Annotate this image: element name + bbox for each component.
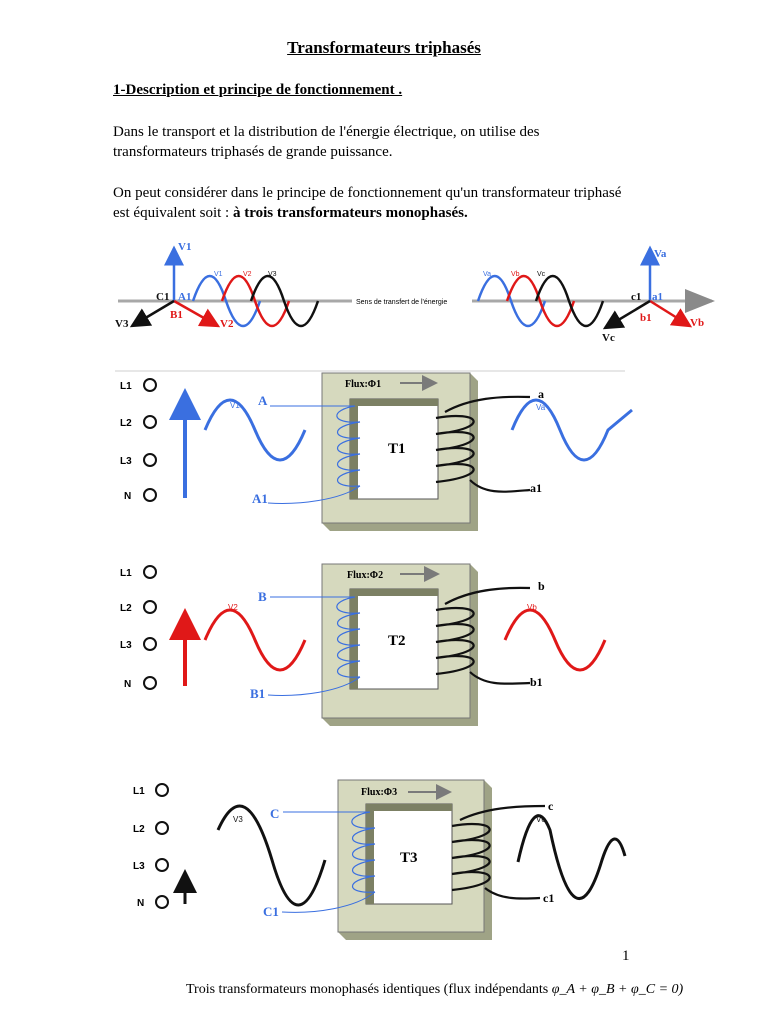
label-Vc: Vc [602, 332, 615, 344]
label-V1: V1 [178, 241, 191, 253]
t3-prim-in: C [270, 806, 279, 821]
t2-prim-out: B1 [250, 686, 265, 701]
phasor-vb [649, 299, 693, 328]
label-V2: V2 [220, 318, 234, 330]
svg-text:L1: L1 [133, 786, 145, 797]
t1-prim-in: A [258, 393, 268, 408]
svg-text:Vc: Vc [537, 271, 546, 278]
t2-v-sec: Vb [527, 603, 537, 612]
paragraph-1: Dans le transport et la distribution de … [113, 122, 723, 162]
figure-caption: Trois transformateurs monophasés identiq… [186, 982, 683, 998]
svg-text:V3: V3 [268, 271, 277, 278]
label-c1: c1 [631, 291, 641, 303]
t3-v-sec: Vc [536, 815, 545, 824]
paragraph-2-prefix: est équivalent soit : [113, 205, 233, 221]
t2-v-prim: V2 [228, 603, 238, 612]
phasor-v2 [173, 299, 221, 328]
label-a1: a1 [652, 291, 663, 303]
paragraph-2-line-1: On peut considérer dans le principe de f… [113, 185, 622, 201]
t2-name: T2 [388, 633, 406, 649]
t2-prim-in: B [258, 589, 267, 604]
paragraph-1-line-2: transformateurs triphasés de grande puis… [113, 144, 393, 160]
page-title: Transformateurs triphasés [287, 38, 481, 57]
label-A1: A1 [178, 291, 191, 303]
caption-text: Trois transformateurs monophasés identiq… [186, 982, 552, 997]
svg-text:L1: L1 [120, 568, 132, 579]
t3-sec-in: c [548, 799, 554, 813]
paragraph-1-line-1: Dans le transport et la distribution de … [113, 124, 540, 140]
section-heading: 1-Description et principe de fonctionnem… [113, 82, 403, 98]
svg-text:L3: L3 [133, 861, 145, 872]
page-number: 1 [622, 948, 630, 964]
label-C1: C1 [156, 291, 169, 303]
svg-text:L2: L2 [120, 603, 132, 614]
label-V3: V3 [115, 318, 129, 330]
label-B1: B1 [170, 309, 183, 321]
caption-formula: φ_A + φ_B + φ_C = 0) [551, 982, 684, 997]
t3-flux: Flux:Φ3 [361, 787, 397, 798]
phasor-diagram: Sens de transfert de l'énergie V1 V2 V3 … [115, 241, 715, 344]
label-Va: Va [654, 248, 667, 260]
transformer-t1: L1 L2 L3 N V1 A A1 Flux:Φ1 T1 a a1 Va [120, 372, 633, 531]
svg-text:L3: L3 [120, 640, 132, 651]
line-N: N [124, 491, 131, 502]
t1-flux: Flux:Φ1 [345, 379, 381, 390]
t1-name: T1 [388, 441, 406, 457]
paragraph-2-line-2: est équivalent soit : à trois transforma… [113, 203, 723, 223]
t1-prim-out: A1 [252, 491, 268, 506]
t3-name: T3 [400, 850, 418, 866]
svg-text:V2: V2 [243, 271, 252, 278]
svg-text:Va: Va [483, 271, 491, 278]
svg-text:Vb: Vb [511, 271, 520, 278]
t2-sec-in: b [538, 579, 545, 593]
t2-flux: Flux:Φ2 [347, 570, 383, 581]
transformer-t3: L1 L2 L3 N V3 C C1 Flux:Φ3 T3 c c1 Vc [133, 779, 627, 940]
paragraph-2-bold: à trois transformateurs monophasés. [232, 205, 468, 221]
t3-v-prim: V3 [233, 815, 243, 824]
svg-text:V1: V1 [214, 271, 223, 278]
transformer-t2: L1 L2 L3 N V2 B B1 Flux:Φ2 T2 b b1 Vb [120, 563, 607, 726]
phasor-vc [602, 299, 651, 330]
t1-sec-in: a [538, 387, 544, 401]
line-L2: L2 [120, 418, 132, 429]
svg-text:N: N [137, 898, 144, 909]
label-b1: b1 [640, 312, 652, 324]
t3-sec-out: c1 [543, 891, 554, 905]
t2-sec-out: b1 [530, 675, 543, 689]
svg-text:L2: L2 [133, 824, 145, 835]
label-Vb: Vb [690, 317, 704, 329]
t1-v-prim: V1 [230, 401, 240, 410]
t1-sec-out: a1 [530, 481, 542, 495]
svg-text:N: N [124, 679, 131, 690]
t3-prim-out: C1 [263, 904, 279, 919]
line-L3: L3 [120, 456, 132, 467]
t1-v-sec: Va [536, 403, 546, 412]
phasor-v3 [129, 299, 175, 328]
line-L1: L1 [120, 381, 132, 392]
energy-transfer-label: Sens de transfert de l'énergie [356, 299, 447, 306]
paragraph-2: On peut considérer dans le principe de f… [113, 183, 723, 223]
